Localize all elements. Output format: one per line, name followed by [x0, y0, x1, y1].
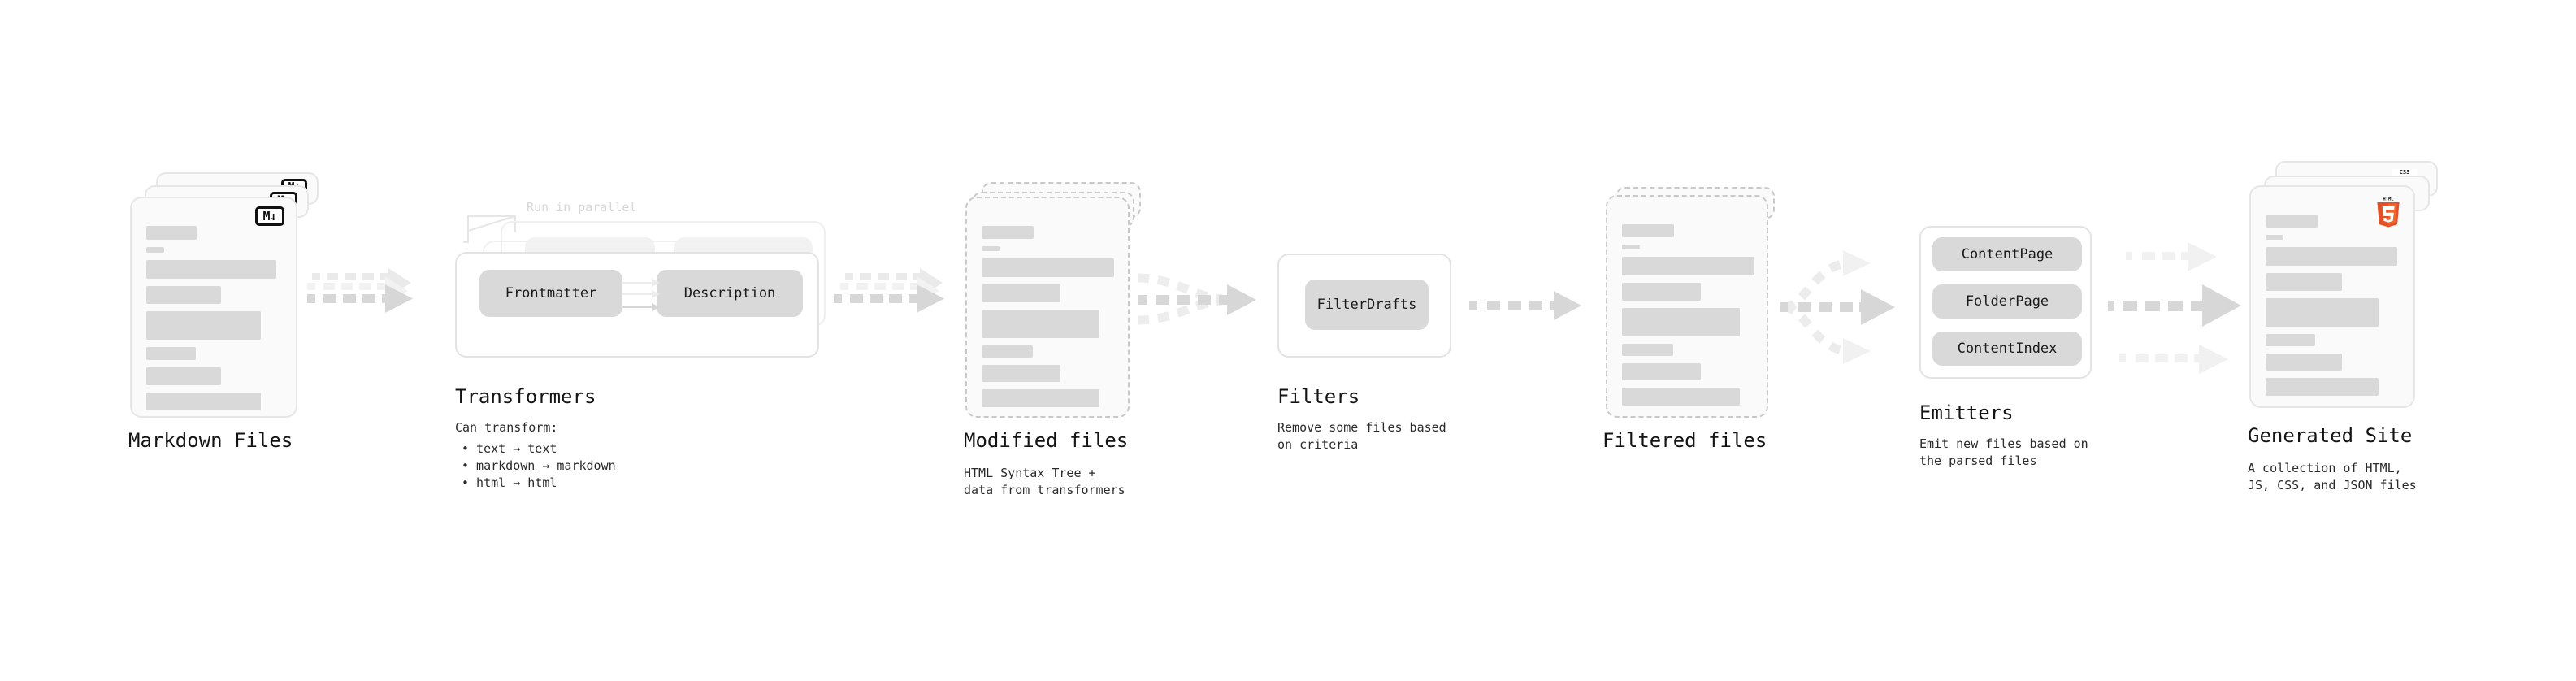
content-line — [982, 258, 1114, 277]
content-line — [2266, 235, 2283, 240]
content-line — [982, 246, 1000, 251]
content-line — [982, 226, 1034, 239]
emitter-pill-folderpage[interactable]: FolderPage — [1932, 284, 2082, 319]
content-line — [2266, 378, 2379, 396]
modified-files-subtitle: HTML Syntax Tree + data from transformer… — [964, 466, 1125, 497]
content-line — [146, 347, 196, 360]
transformer-bullet-markdown: • markdown → markdown — [462, 458, 616, 473]
content-line — [982, 389, 1099, 407]
content-line — [982, 310, 1099, 338]
content-line — [2266, 334, 2315, 346]
content-line — [146, 367, 221, 385]
content-line — [146, 393, 261, 410]
content-line — [982, 365, 1060, 382]
stage-title-emitters: Emitters — [1919, 401, 2014, 424]
transformer-inner-arrows — [622, 279, 660, 311]
stage-title-markdown-files: Markdown Files — [128, 429, 293, 452]
arrow-filters-to-filtered — [1469, 291, 1581, 320]
content-line — [1622, 245, 1640, 249]
transformer-pill-frontmatter[interactable]: Frontmatter — [479, 270, 622, 317]
transformers-container: Frontmatter Description — [455, 252, 819, 358]
content-line — [982, 284, 1060, 302]
svg-text:HTML: HTML — [2383, 197, 2394, 202]
filter-pill-filterdrafts[interactable]: FilterDrafts — [1305, 280, 1429, 330]
emitters-subtitle: Emit new files based on the parsed files — [1919, 436, 2088, 468]
content-line — [1622, 388, 1740, 406]
content-line — [1622, 308, 1740, 336]
generated-site-subtitle: A collection of HTML, JS, CSS, and JSON … — [2248, 461, 2417, 492]
stage-title-filtered-files: Filtered files — [1602, 429, 1767, 452]
filters-subtitle: Remove some files based on criteria — [1277, 420, 1446, 452]
emitter-pill-contentpage[interactable]: ContentPage — [1932, 237, 2082, 271]
stage-title-transformers: Transformers — [455, 385, 596, 408]
content-line — [1622, 344, 1673, 356]
content-line — [2266, 273, 2342, 291]
document-content-lines — [2266, 215, 2405, 403]
content-line — [1622, 363, 1701, 380]
stage-title-generated-site: Generated Site — [2248, 424, 2413, 447]
content-line — [146, 247, 164, 253]
content-line — [2266, 247, 2397, 266]
arrow-modified-to-filters — [1137, 273, 1256, 325]
markdown-icon: M↓ — [255, 206, 284, 226]
transformers-bullets: • text → text • markdown → markdown • ht… — [462, 440, 616, 492]
transformers-subtitle: Can transform: — [455, 420, 558, 435]
content-line — [1622, 257, 1754, 275]
document-content-lines — [1622, 224, 1762, 413]
arrow-markdown-to-transformers — [307, 268, 413, 313]
content-line — [2266, 298, 2379, 327]
run-in-parallel-label: Run in parallel — [527, 200, 637, 215]
content-line — [2266, 215, 2318, 228]
document-content-lines — [146, 226, 286, 418]
modified-file-card-front — [965, 197, 1130, 418]
emitters-container: ContentPage FolderPage ContentIndex — [1919, 226, 2092, 379]
emitter-pill-contentindex[interactable]: ContentIndex — [1932, 332, 2082, 366]
content-line — [2266, 354, 2342, 371]
content-line — [1622, 224, 1674, 237]
filtered-file-card-front — [1606, 195, 1768, 418]
document-content-lines — [982, 226, 1121, 414]
transformer-bullet-html: • html → html — [462, 475, 557, 490]
content-line — [982, 345, 1033, 358]
arrow-emitters-to-site — [2108, 242, 2241, 374]
content-line — [1622, 283, 1701, 301]
content-line — [146, 286, 221, 304]
generated-file-card-front: HTML — [2249, 185, 2415, 408]
arrow-transformers-to-modified — [834, 268, 944, 313]
stage-title-filters: Filters — [1277, 385, 1360, 408]
content-line — [146, 311, 261, 340]
stage-title-modified-files: Modified files — [964, 429, 1129, 452]
content-line — [146, 226, 197, 240]
filters-container: FilterDrafts — [1277, 254, 1451, 358]
transformer-pill-description[interactable]: Description — [657, 270, 803, 317]
html5-icon: HTML — [2377, 197, 2400, 228]
markdown-file-card-front: M↓ — [130, 197, 297, 418]
arrow-filtered-to-emitters — [1780, 250, 1895, 364]
transformer-bullet-text: • text → text — [462, 441, 557, 456]
content-line — [146, 260, 276, 279]
